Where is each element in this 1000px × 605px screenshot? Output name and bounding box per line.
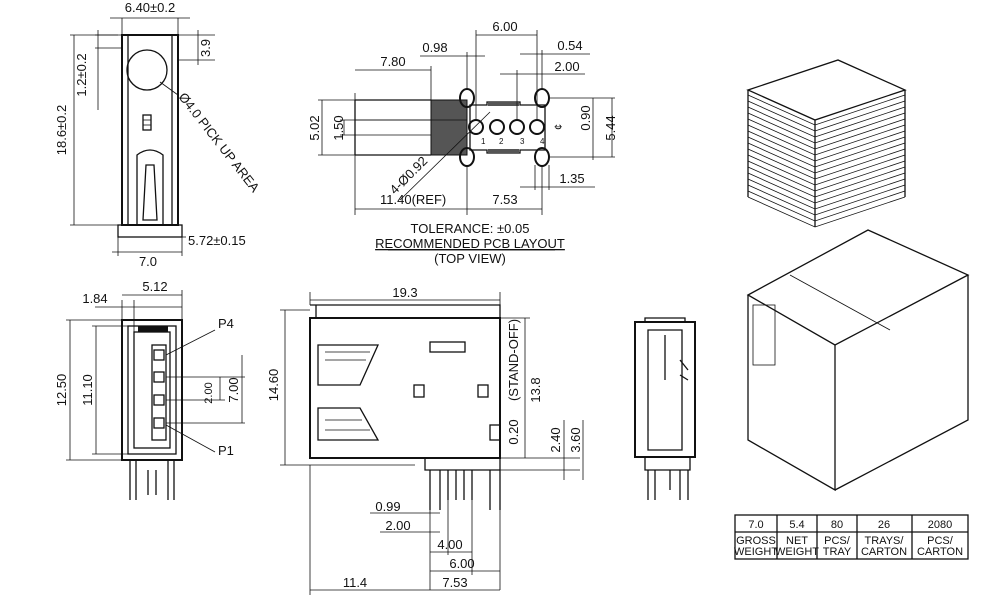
pickup-area-circle [126, 49, 168, 91]
top-view: 6.40±0.2 3.9 1.2±0.2 18.6±0.2 Ø4.0 PICK … [54, 0, 263, 269]
dim-12-50: 12.50 [54, 374, 69, 407]
dim-5-44: 5.44 [603, 115, 618, 140]
dim-4-00: 4.00 [437, 537, 462, 552]
pcs-tray-label-2: TRAY [823, 546, 852, 558]
pin-4: 4 [540, 137, 545, 146]
dim-0-54: 0.54 [557, 38, 582, 53]
dim-7-0: 7.0 [139, 254, 157, 269]
pickup-label: Ø4.0 PICK UP AREA [176, 90, 263, 196]
dim-1-84: 1.84 [82, 291, 107, 306]
dim-11-40-ref: 11.40(REF) [380, 192, 446, 207]
pcs-carton-label-1: PCS/ [927, 535, 954, 547]
net-weight-value: 5.4 [789, 519, 804, 531]
dim-3-9: 3.9 [198, 39, 213, 57]
trays-carton-label-1: TRAYS/ [865, 535, 905, 547]
net-weight-label-1: NET [786, 535, 808, 547]
side-view: 19.3 14.60 (STAND-OFF) 0.20 13.8 2.40 3.… [266, 285, 584, 595]
pin-1: 1 [481, 137, 486, 146]
trays-per-carton-value: 26 [878, 519, 890, 531]
dim-2-00: 2.00 [554, 59, 579, 74]
dim-0-99: 0.99 [375, 499, 400, 514]
dim-5-02: 5.02 [307, 115, 322, 140]
dim-3-60: 3.60 [568, 427, 583, 452]
hole-callout: 4-Ø0.92 [387, 153, 431, 197]
tray-stack-illustration [746, 59, 907, 228]
dim-1-2: 1.2±0.2 [74, 53, 89, 96]
pcs-per-tray-value: 80 [831, 519, 843, 531]
dim-13-8: 13.8 [528, 377, 543, 402]
dim-7-53-side: 7.53 [442, 575, 467, 590]
pin-2: 2 [499, 137, 504, 146]
pcb-layout-title: RECOMMENDED PCB LAYOUT [375, 236, 565, 251]
pin-3: 3 [520, 137, 525, 146]
dim-6-00: 6.00 [492, 19, 517, 34]
standoff-label: (STAND-OFF) [506, 319, 521, 401]
gross-weight-label-2: WEIGHT [734, 546, 778, 558]
dim-5-72: 5.72±0.15 [188, 233, 246, 248]
net-weight-label-2: WEIGHT [775, 546, 819, 558]
top-view-label: (TOP VIEW) [434, 251, 506, 266]
pin-label-p4: P4 [218, 316, 234, 331]
dim-2-00: 2.00 [203, 382, 215, 403]
dim-7-53: 7.53 [492, 192, 517, 207]
pin-holes [468, 119, 545, 135]
pcb-layout: 1 2 3 4 ¢ 6.00 0.98 0.54 7.80 2.00 5.02 … [307, 19, 618, 266]
pcs-carton-label-2: CARTON [917, 546, 963, 558]
dim-1-35: 1.35 [559, 171, 584, 186]
dim-19-3: 19.3 [392, 285, 417, 300]
centerline: ¢ [553, 124, 565, 130]
packing-table: 7.0 5.4 80 26 2080 GROSS WEIGHT NET WEIG… [734, 514, 969, 560]
pcs-per-carton-value: 2080 [928, 519, 952, 531]
dim-0-90: 0.90 [578, 105, 593, 130]
tolerance-note: TOLERANCE: ±0.05 [411, 221, 530, 236]
dim-11-10: 11.10 [80, 374, 95, 406]
dim-14-60: 14.60 [266, 369, 281, 402]
dim-7-00: 7.00 [226, 377, 241, 402]
rear-view [634, 317, 696, 500]
trays-carton-label-2: CARTON [861, 546, 907, 558]
dim-0-20: 0.20 [506, 419, 521, 444]
dim-width: 6.40±0.2 [125, 0, 176, 15]
dim-2-40: 2.40 [548, 427, 563, 452]
gross-weight-value: 7.0 [748, 519, 763, 531]
dim-6-00-side: 6.00 [449, 556, 474, 571]
dim-0-98: 0.98 [422, 40, 447, 55]
dim-5-12: 5.12 [142, 279, 167, 294]
dim-1-50: 1.50 [331, 115, 346, 140]
gross-weight-label-1: GROSS [736, 535, 776, 547]
front-view: 1.84 5.12 P4 P1 12.50 11.10 2.00 7.00 [54, 279, 245, 500]
dim-7-80: 7.80 [380, 54, 405, 69]
pcs-tray-label-1: PCS/ [824, 535, 851, 547]
carton-illustration [746, 229, 970, 492]
dim-11-4: 11.4 [343, 575, 367, 590]
pin-label-p1: P1 [218, 443, 234, 458]
dim-2-00-side: 2.00 [385, 518, 410, 533]
dim-height: 18.6±0.2 [54, 105, 69, 156]
